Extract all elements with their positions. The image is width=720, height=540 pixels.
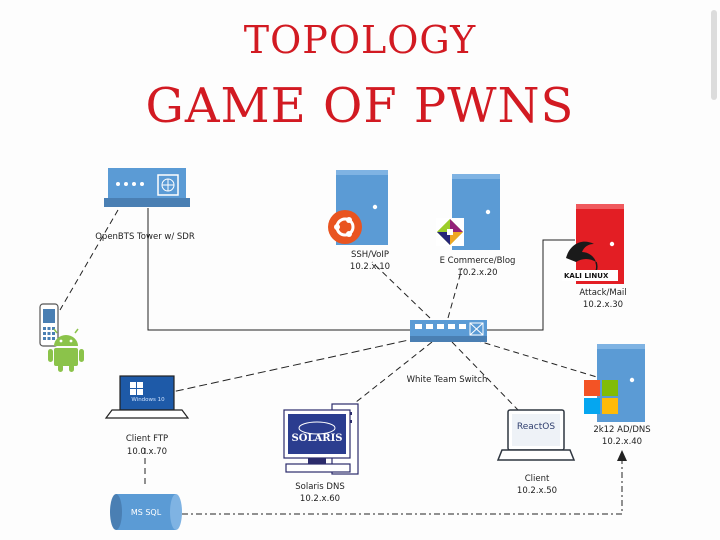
- reactos-logo-text: ReactOS: [516, 422, 556, 432]
- client-label: Client: [524, 474, 550, 484]
- centos-icon: [436, 218, 464, 246]
- switch-icon: [410, 320, 487, 342]
- link-openbts-switch: [147, 208, 410, 331]
- windows-laptop-icon: [104, 375, 190, 419]
- link-switch-addns: [474, 339, 601, 379]
- ecommerce-ip: 10.2.x.20: [457, 268, 498, 278]
- windows-icon: [584, 380, 618, 414]
- attack-mail-label: Attack/Mail: [579, 288, 627, 298]
- scrollbar[interactable]: [711, 10, 717, 100]
- android-icon: [48, 328, 84, 372]
- link-switch-solaris: [345, 341, 433, 411]
- attack-mail-server: [562, 204, 624, 284]
- ubuntu-icon: [328, 210, 362, 244]
- client-ftp-ip: 10.0.x.70: [126, 447, 168, 457]
- ssh-voip-label: SSH/VoIP: [350, 250, 390, 260]
- attack-mail-ip: 10.2.x.30: [582, 300, 624, 310]
- openbts-label: OpenBTS Tower w/ SDR: [95, 232, 195, 242]
- arrow-head: [617, 450, 627, 461]
- ecommerce-label: E Commerce/Blog: [439, 256, 516, 266]
- ad-dns-ip: 10.2.x.40: [601, 437, 643, 447]
- solaris-logo-text: SOLARIS: [291, 433, 343, 444]
- link-switch-clientftp: [171, 337, 419, 393]
- ssh-voip-server: [328, 170, 388, 245]
- ecommerce-server: [436, 174, 500, 250]
- network-tower-icon: [104, 168, 190, 207]
- link-mssql-addns: [168, 460, 623, 515]
- link-switch-client: [451, 341, 521, 413]
- windows-screen-text: Windows 10: [131, 397, 165, 403]
- ad-dns-server: [584, 344, 645, 422]
- mobile-phone-icon: [39, 303, 59, 347]
- connection-lines: [59, 208, 623, 515]
- client-ftp-label: Client FTP: [125, 434, 169, 444]
- ssh-voip-ip: 10.2.x.10: [349, 262, 391, 272]
- client-ip: 10.2.x.50: [516, 486, 558, 496]
- link-switch-ecommerce: [447, 267, 463, 319]
- diagram-subtitle: GAME OF PWNS: [145, 78, 575, 134]
- link-switch-ssh: [371, 261, 431, 319]
- kali-logo-text: KALI LINUX: [564, 272, 609, 280]
- mssql-label: MS SQL: [130, 508, 162, 517]
- solaris-dns-ip: 10.2.x.60: [299, 494, 341, 504]
- reactos-laptop-icon: [496, 409, 576, 461]
- switch-label: White Team Switch: [406, 375, 488, 385]
- solaris-desktop-icon: [283, 403, 359, 475]
- solaris-dns-label: Solaris DNS: [295, 482, 345, 492]
- link-switch-attack: [487, 239, 575, 331]
- link-openbts-phone: [59, 209, 119, 311]
- database-icon: [110, 494, 182, 530]
- ad-dns-label: 2k12 AD/DNS: [593, 425, 651, 435]
- diagram-title: TOPOLOGY: [243, 18, 477, 62]
